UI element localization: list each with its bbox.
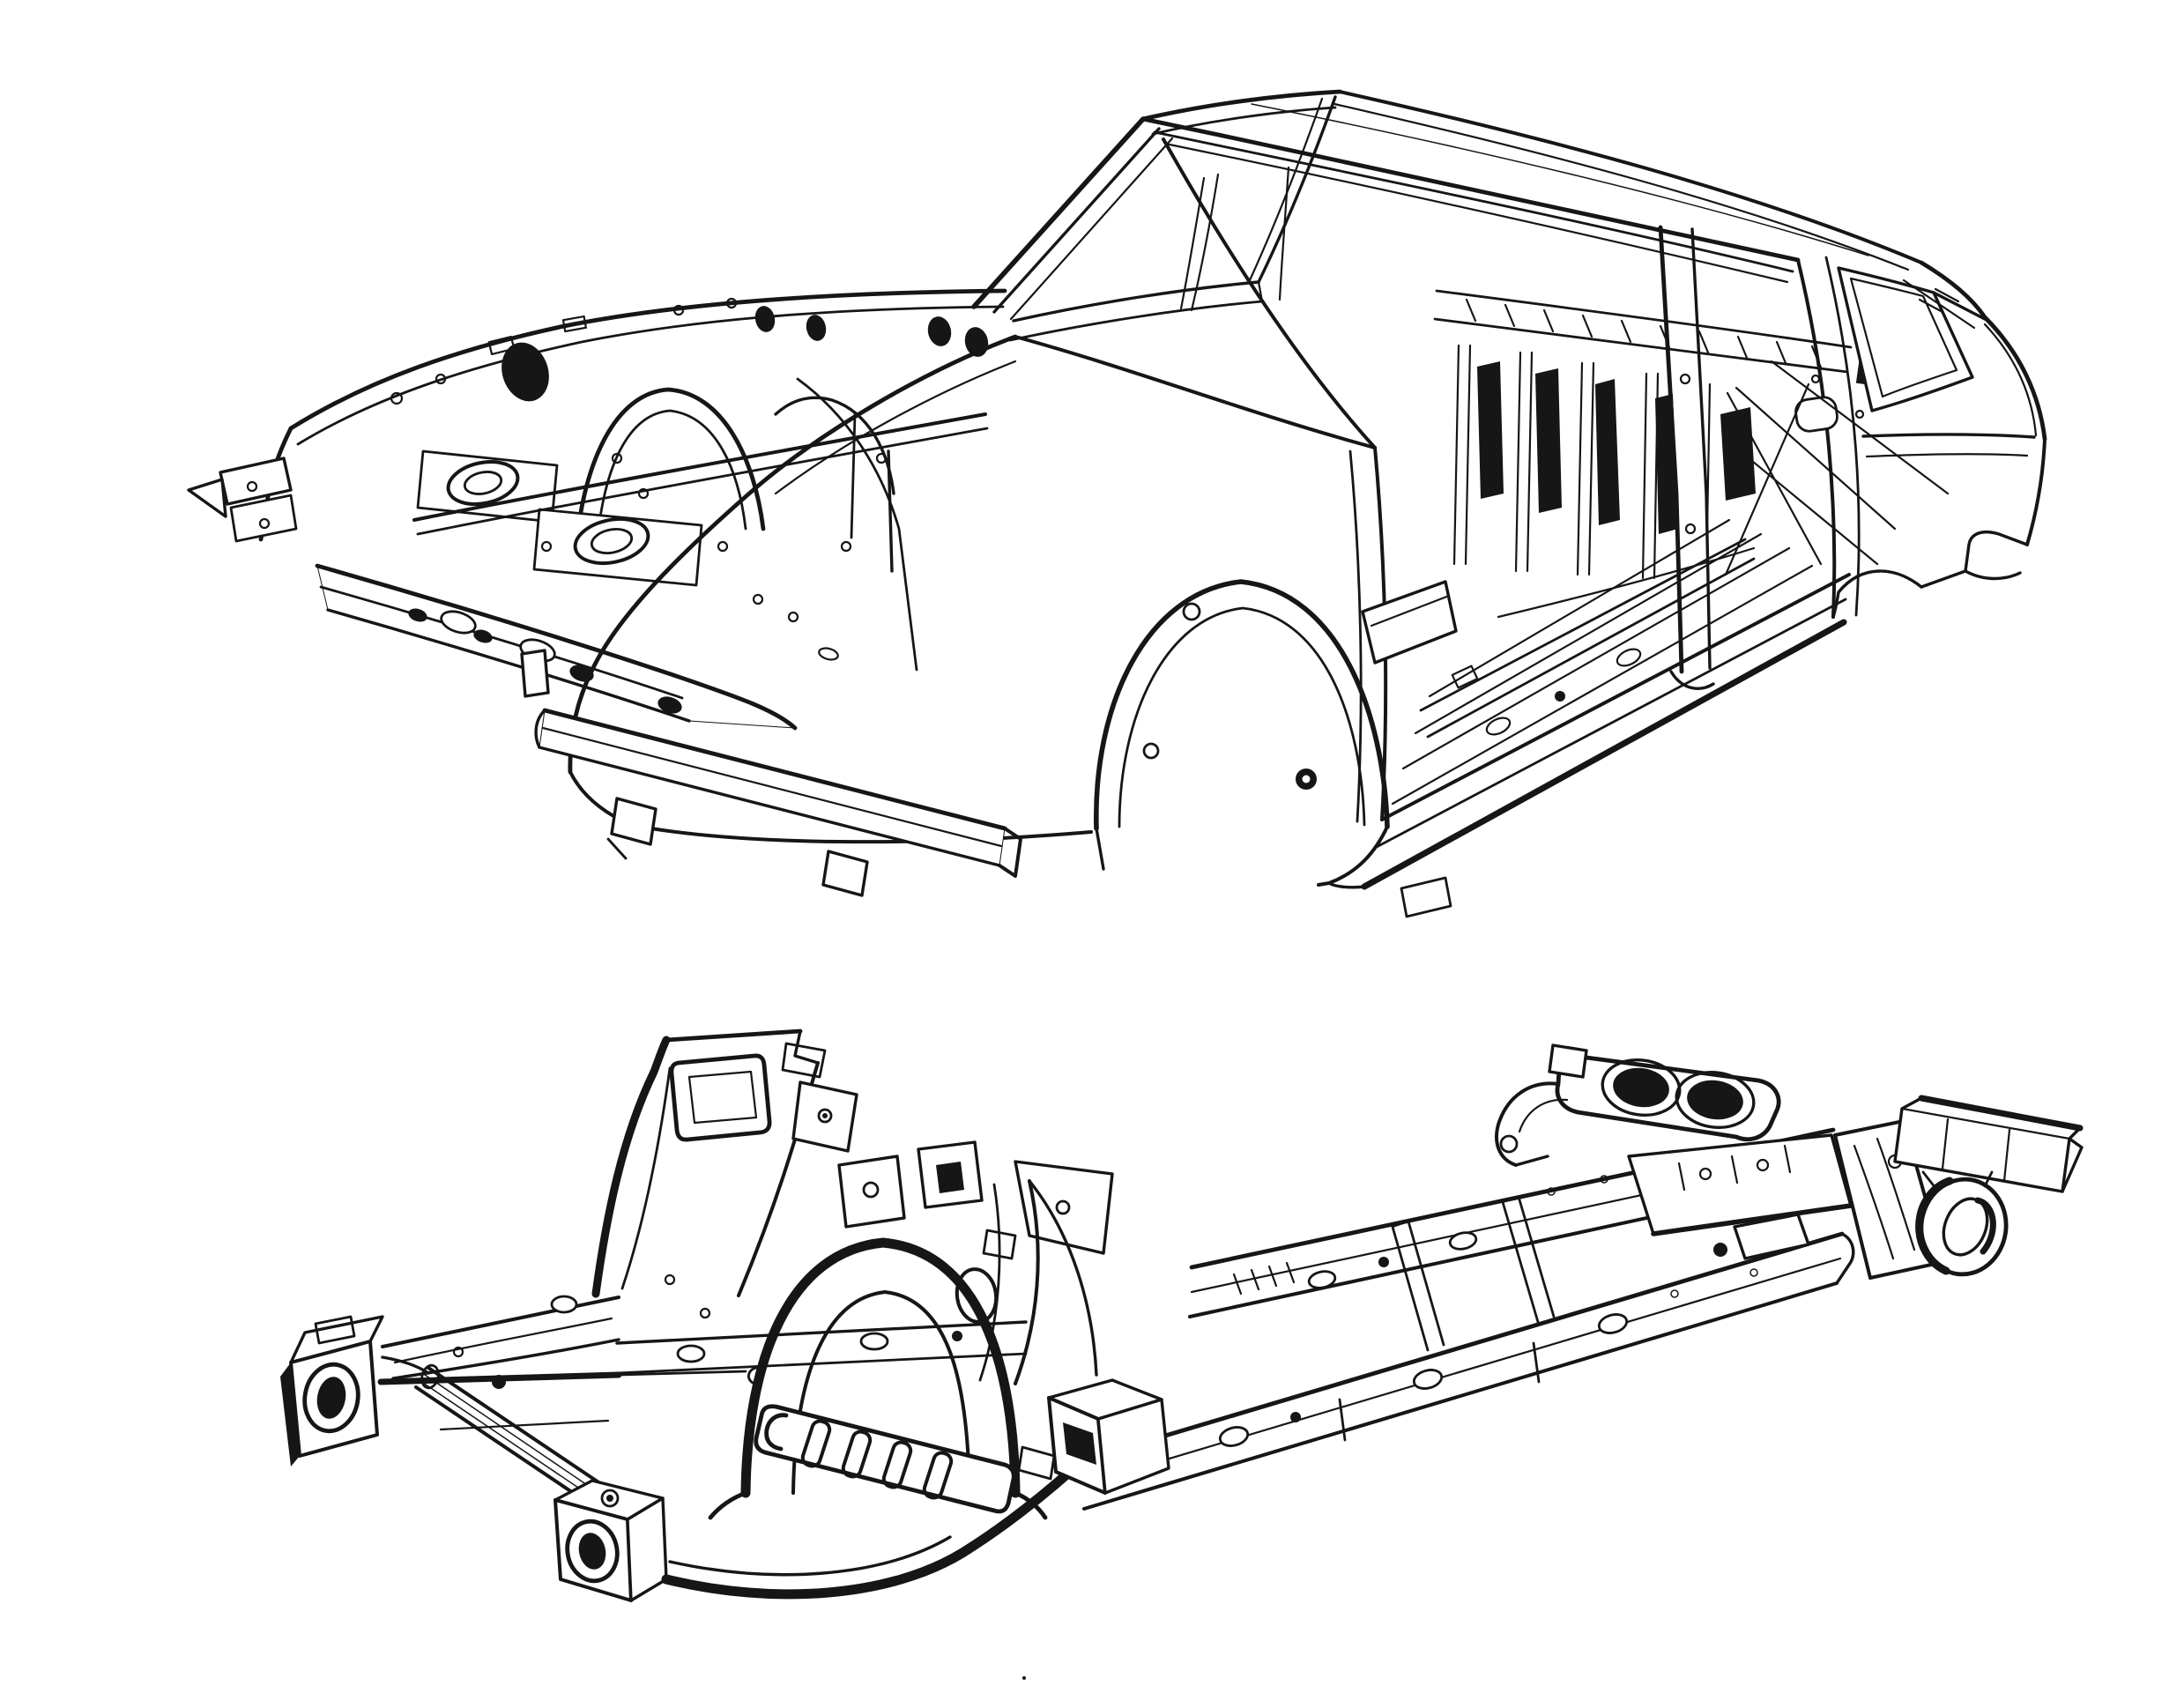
longitudinal-rails <box>1082 1127 1855 1511</box>
interior-structure <box>1361 289 1950 806</box>
plate-speck <box>1022 1676 1026 1680</box>
front-subframe <box>280 1028 1170 1602</box>
right-mount-block <box>1017 1378 1170 1495</box>
car-body-shell-drawing <box>187 89 2047 918</box>
rail-rear-mounts <box>1495 1043 2084 1280</box>
roof <box>1140 90 1923 284</box>
tail-panel <box>1919 260 1987 320</box>
engine-mount-bracket <box>1555 1051 1781 1142</box>
front-fender <box>568 334 1390 887</box>
rear-quarter-and-tail <box>1794 256 2047 619</box>
slotted-tray <box>754 1404 1016 1514</box>
engine-bay-structure <box>187 288 1007 731</box>
front-mount-block <box>553 1479 668 1602</box>
cradle-arch <box>708 1237 1048 1520</box>
front-bumper-bar <box>534 708 1022 897</box>
left-suspension-tower <box>591 1028 858 1298</box>
front-wheel-arch <box>1094 579 1390 831</box>
left-mount-block <box>280 1315 440 1467</box>
chassis-frame-drawing <box>280 1028 2084 1602</box>
door-apertures <box>1162 137 1851 918</box>
rocker-sill <box>1380 573 1851 821</box>
windshield-frame <box>971 89 1342 342</box>
quarter-window <box>1837 266 1974 412</box>
a-pillar <box>971 116 1146 309</box>
